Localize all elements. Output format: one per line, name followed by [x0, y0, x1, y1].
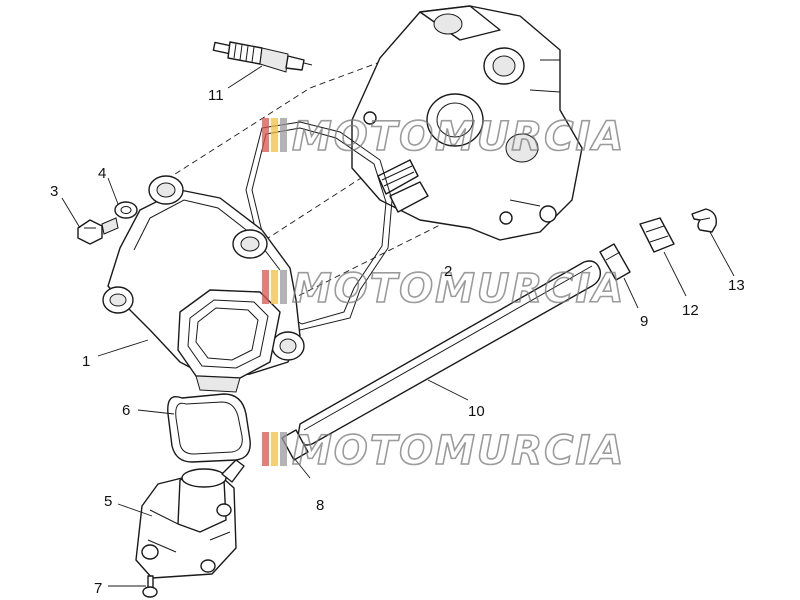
part-4-washer	[114, 201, 138, 219]
callout-13: 13	[728, 277, 745, 294]
callout-2: 2	[444, 263, 452, 280]
watermark-text: MOTOMURCIA	[292, 266, 625, 312]
part-12-hose-clamp	[639, 217, 675, 253]
part-13-clip	[691, 208, 717, 233]
part-9-hose-clamp	[599, 243, 631, 281]
part-1-valve-cover	[102, 175, 305, 393]
callout-11: 11	[208, 87, 224, 104]
part-3-bolt	[77, 217, 119, 245]
watermark-text: MOTOMURCIA	[292, 114, 625, 160]
part-6-gasket	[167, 393, 251, 463]
callout-6: 6	[122, 402, 130, 419]
callout-1: 1	[82, 353, 90, 370]
callout-4: 4	[98, 165, 106, 182]
callout-numbers: 1 2 3 4 5 6 7 8 9 10 11 12 13	[50, 87, 745, 597]
part-2-cylinder-head	[351, 5, 583, 241]
callout-12: 12	[682, 302, 699, 319]
callout-10: 10	[468, 403, 485, 420]
watermark: MOTOMURCIA MOTOMURCIA MOTOMURCIA	[262, 113, 625, 475]
leader-lines	[61, 65, 735, 587]
callout-8: 8	[316, 497, 324, 514]
callout-7: 7	[94, 580, 102, 597]
part-8-small-clamp	[281, 429, 309, 461]
callout-3: 3	[50, 183, 58, 200]
part-5-breather-housing	[135, 459, 245, 579]
part-7-screw	[142, 575, 158, 598]
callout-5: 5	[104, 493, 112, 510]
part-11-spark-plug	[212, 41, 313, 73]
watermark-text: MOTOMURCIA	[292, 428, 625, 474]
callout-9: 9	[640, 313, 648, 330]
